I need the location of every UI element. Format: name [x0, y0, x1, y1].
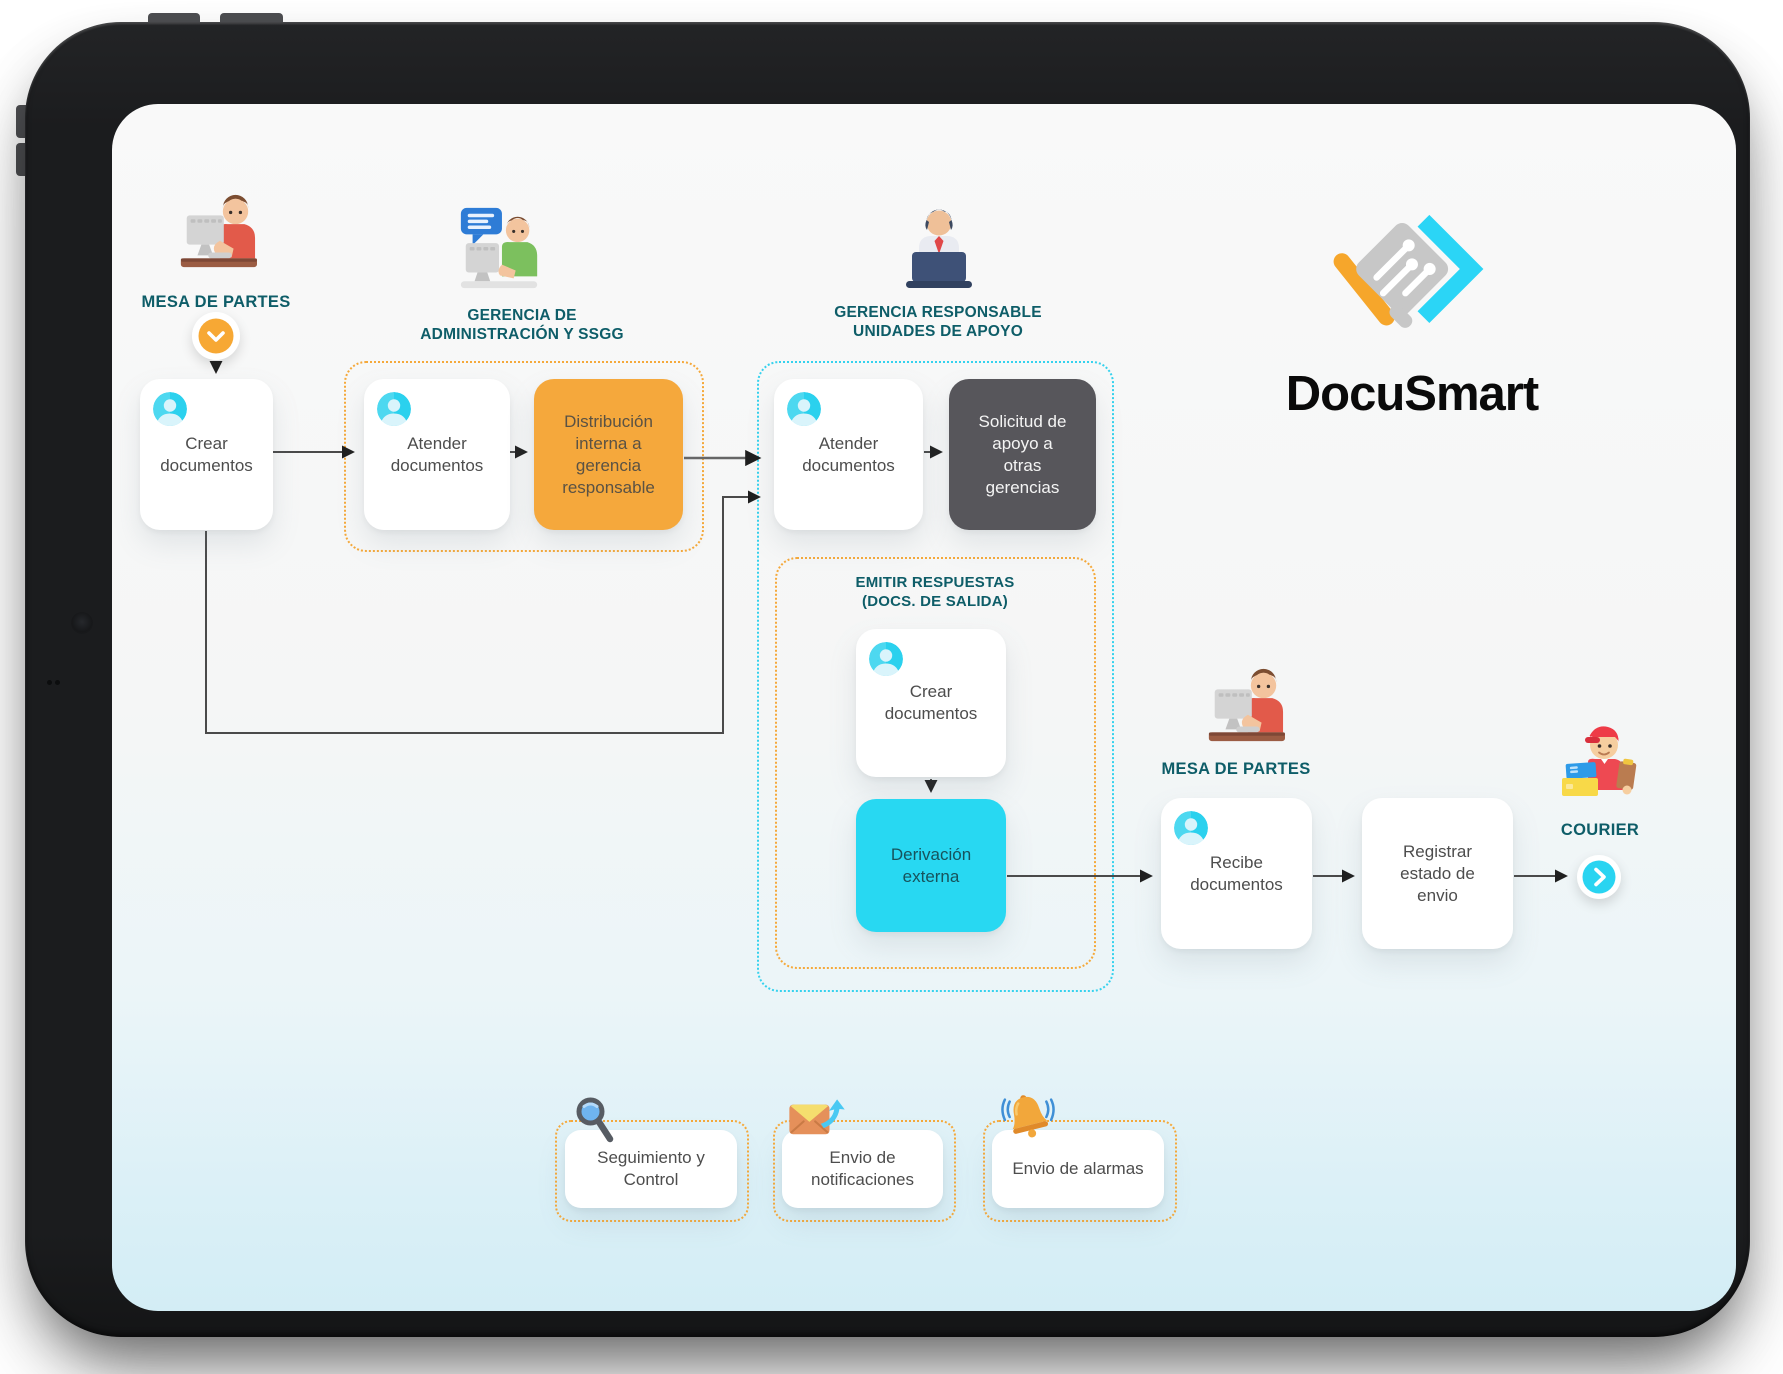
search-icon — [573, 1096, 617, 1146]
tablet-mic-hole — [47, 680, 52, 685]
node-label: Solicitud de apoyo a otras gerencias — [978, 411, 1067, 497]
node-label: Atender documentos — [802, 433, 895, 475]
start-marker — [192, 312, 240, 360]
docusmart-logo-icon — [1316, 208, 1492, 354]
node-distribucion-interna: Distribución interna a gerencia responsa… — [534, 379, 683, 530]
node-label: Seguimiento y Control — [597, 1148, 705, 1189]
person-at-desk-icon — [180, 194, 257, 268]
chevron-right-circle-icon — [1577, 855, 1621, 899]
support-agent-chat-icon — [460, 207, 538, 289]
group-title-line: GERENCIA RESPONSABLE — [834, 304, 1042, 321]
group-title-line: GERENCIA DE — [467, 307, 577, 324]
node-label: Envio de notificaciones — [810, 1148, 914, 1189]
node-label: Envio de alarmas — [1012, 1159, 1144, 1178]
user-avatar-icon — [787, 392, 821, 426]
node-label: Atender documentos — [390, 433, 484, 475]
alarm-bell-icon — [1000, 1089, 1056, 1144]
group-envio-alarmas — [983, 1120, 1177, 1222]
node-seguimiento-control: Seguimiento y Control — [565, 1130, 737, 1208]
node-registrar-estado: Registrar estado de envio — [1362, 798, 1513, 949]
node-label: Crear documentos — [884, 682, 978, 723]
logo-wordmark: DocuSmart — [1285, 367, 1539, 421]
node-solicitud-apoyo: Solicitud de apoyo a otras gerencias — [949, 379, 1096, 530]
user-avatar-icon — [153, 392, 187, 426]
actor-label-mesa-de-partes-1: MESA DE PARTES — [141, 293, 291, 311]
node-label: Recibe documentos — [1190, 852, 1283, 894]
chevron-down-circle-icon — [192, 312, 240, 360]
node-recibe-documentos: Recibe documentos — [1161, 798, 1312, 949]
end-marker — [1577, 855, 1621, 899]
person-at-desk-icon — [1208, 668, 1285, 742]
subgroup-title-line: EMITIR RESPUESTAS — [855, 574, 1015, 591]
group-title-line: UNIDADES DE APOYO — [853, 323, 1023, 340]
node-derivacion-externa: Derivación externa — [856, 799, 1006, 932]
manager-laptop-icon — [906, 209, 972, 288]
actor-label-mesa-de-partes-2: MESA DE PARTES — [1161, 760, 1311, 778]
user-avatar-icon — [869, 642, 903, 676]
group-title-line: ADMINISTRACIÓN Y SSGG — [420, 326, 624, 343]
group-title-gerencia-admin: GERENCIA DE ADMINISTRACIÓN Y SSGG — [372, 306, 672, 344]
group-seguimiento-control — [555, 1120, 749, 1222]
subgroup-title-line: (DOCS. DE SALIDA) — [862, 593, 1008, 610]
node-label: Crear documentos — [160, 433, 253, 475]
node-label: Derivación externa — [890, 844, 972, 886]
tablet-mic-hole — [55, 680, 60, 685]
group-title-gerencia-responsable: GERENCIA RESPONSABLE UNIDADES DE APOYO — [788, 303, 1088, 341]
tablet-camera-icon — [71, 612, 93, 634]
user-avatar-icon — [1174, 811, 1208, 845]
node-label: Distribución interna a gerencia responsa… — [562, 411, 655, 497]
node-crear-documentos-2: Crear documentos — [856, 629, 1006, 777]
node-crear-documentos-1: Crear documentos — [140, 379, 273, 530]
node-envio-alarmas: Envio de alarmas — [992, 1130, 1164, 1208]
node-label: Registrar estado de envio — [1400, 841, 1475, 905]
group-envio-notificaciones — [773, 1120, 956, 1222]
subgroup-title-emitir: EMITIR RESPUESTAS (DOCS. DE SALIDA) — [785, 573, 1085, 611]
mail-send-icon — [788, 1098, 848, 1140]
delivery-person-icon — [1561, 725, 1638, 797]
actor-label-courier: COURIER — [1560, 821, 1640, 839]
subgroup-emitir-respuestas — [775, 557, 1096, 969]
user-avatar-icon — [377, 392, 411, 426]
node-atender-documentos-2: Atender documentos — [774, 379, 923, 530]
node-envio-notificaciones: Envio de notificaciones — [782, 1130, 943, 1208]
node-atender-documentos-1: Atender documentos — [364, 379, 510, 530]
